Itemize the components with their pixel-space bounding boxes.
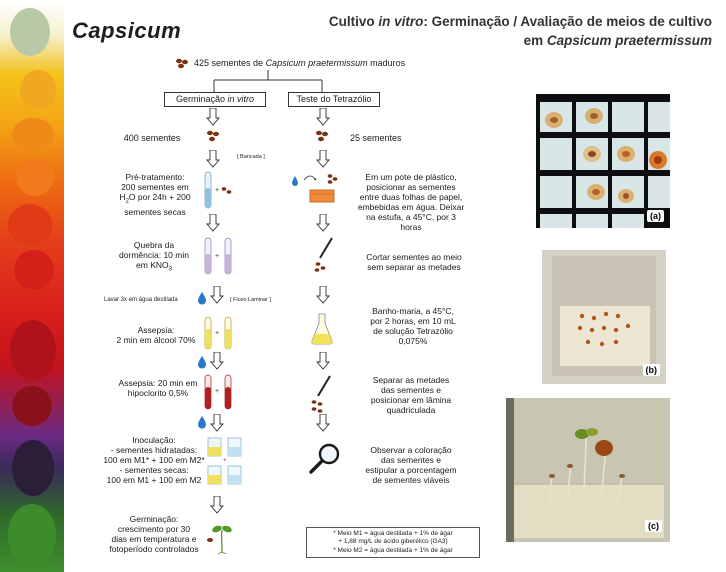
photo-b-label: (b)	[642, 364, 660, 376]
seeds-total-label: 425 sementes de Capsicum praetermissum m…	[194, 58, 406, 68]
arrow-down-icon	[210, 496, 224, 514]
right-step3-text: Cortar sementes ao meio sem separar as m…	[366, 252, 462, 272]
arrow-down-icon	[316, 150, 330, 168]
left-step4-text: Assepsia: 2 min em álcool 70%	[116, 325, 196, 345]
arrow-down-icon	[316, 414, 330, 432]
photo-c-germinated-seedlings: (c)	[506, 398, 670, 542]
test-tube-icon: +	[204, 316, 232, 350]
arrow-down-icon	[206, 108, 220, 126]
tetrazolium-test-box: Teste do Tetrazólio	[288, 92, 380, 107]
arrow-down-icon	[206, 214, 220, 232]
flask-icon	[311, 313, 333, 345]
magnifier-icon	[309, 443, 340, 474]
left-step7-text: Germinação: crescimento por 30 dias em t…	[109, 514, 199, 554]
water-drop-icon	[198, 356, 206, 369]
seedling-icon	[207, 525, 232, 554]
right-step6-text: Observar a coloração das sementes e esti…	[365, 445, 457, 485]
left-step3-text: Quebra da dormência: 10 min em KNO3	[119, 240, 189, 273]
seed-icon	[207, 130, 219, 142]
pepper-image-strip	[0, 0, 64, 572]
scalpel-icon	[311, 375, 331, 413]
page-title-line1: Cultivo in vitro: Germinação / Avaliação…	[328, 14, 712, 29]
right-step4-text: Banho-maria, a 45°C, por 2 horas, em 10 …	[370, 306, 456, 346]
germination-in-vitro-box: Germinação in vitro	[164, 92, 266, 107]
arrow-down-icon	[210, 414, 224, 432]
laminar-flow-tag: [ Fluxo Laminar ]	[230, 297, 271, 303]
photo-a-seed-grid: (a)	[536, 94, 670, 228]
svg-text:+: +	[215, 388, 219, 395]
svg-text:+: +	[215, 253, 219, 260]
arrow-down-icon	[210, 286, 224, 304]
right-step1-label: 25 sementes	[350, 133, 402, 143]
arrow-down-icon	[316, 108, 330, 126]
left-step2-text: Pré-tratamento: 200 sementes em H2O por …	[119, 172, 191, 217]
right-step5-text: Separar as metades das sementes e posici…	[370, 375, 452, 415]
svg-text:+: +	[223, 458, 227, 464]
arrow-down-icon	[210, 352, 224, 370]
photo-b-tetrazolium-pot: (b)	[542, 250, 666, 384]
arrow-down-icon	[206, 150, 220, 168]
arrow-down-icon	[316, 286, 330, 304]
svg-text:+: +	[215, 330, 219, 337]
water-drop-icon	[198, 416, 206, 429]
arrow-down-icon	[316, 214, 330, 232]
wash-label: Lavar 3x em água destilada	[104, 297, 178, 303]
page-title-line2: em Capsicum praetermissum	[523, 33, 712, 48]
left-step1-label: 400 sementes	[123, 133, 181, 143]
seed-icon	[176, 58, 188, 69]
test-tube-icon: +	[204, 171, 232, 209]
test-tube-icon: +	[204, 237, 232, 275]
plastic-pot-icon	[292, 174, 338, 203]
seed-icon	[316, 130, 328, 142]
scalpel-icon	[314, 237, 333, 272]
media-notes-box: * Meio M1 = água destilada + 1% de ágar …	[306, 527, 480, 559]
arrow-down-icon	[316, 352, 330, 370]
water-drop-icon	[198, 292, 206, 305]
branch-connector	[213, 70, 323, 92]
left-step5-text: Assepsia: 20 min em hipoclorito 0,5%	[118, 378, 198, 398]
test-tube-icon: +	[204, 374, 232, 410]
capsicum-logo: Capsicum	[72, 18, 182, 43]
photo-a-label: (a)	[647, 210, 664, 222]
left-step6-text: Inoculação: - sementes hidratadas: 100 e…	[103, 435, 205, 485]
svg-text:+: +	[215, 187, 219, 194]
petri-dish-icon: +	[207, 437, 242, 485]
right-step2-text: Em um pote de plástico, posicionar as se…	[357, 172, 465, 232]
bancada-tag: [ Bancada ]	[237, 154, 265, 160]
photo-c-label: (c)	[645, 520, 662, 532]
